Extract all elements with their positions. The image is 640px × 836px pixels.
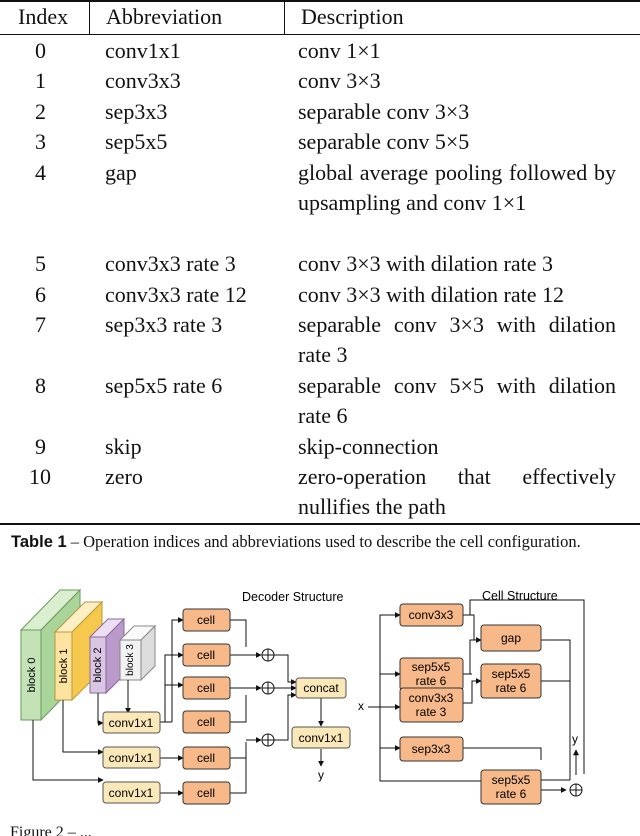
svg-text:concat: concat: [303, 681, 339, 695]
row-abbr: skip: [105, 434, 142, 459]
decoder-cell: cell: [182, 643, 231, 667]
row-index: 7: [35, 312, 46, 337]
svg-text:sep3x3: sep3x3: [412, 742, 451, 756]
conv1x1-box: conv1x1: [102, 746, 161, 769]
row-desc: separable conv 5×5: [298, 129, 470, 154]
row-desc: zero-operation that effectively nullifie…: [298, 464, 616, 519]
svg-text:cell: cell: [197, 715, 215, 729]
row-index: 10: [29, 464, 51, 489]
row-abbr: conv3x3 rate 3: [105, 251, 236, 276]
conv1x1-box: conv1x1: [102, 711, 161, 734]
svg-text:rate 6: rate 6: [416, 674, 447, 688]
decoder-output-label: y: [318, 768, 324, 782]
row-index: 8: [35, 373, 46, 398]
op-sep3x3: sep3x3: [399, 736, 464, 762]
row-abbr: conv1x1: [105, 38, 181, 63]
table-col-divider: [284, 0, 285, 34]
header-description: Description: [301, 4, 404, 29]
svg-text:cell: cell: [197, 648, 215, 662]
row-abbr: sep3x3: [105, 99, 168, 124]
sum-node: [261, 648, 275, 747]
decoder-cell: cell: [182, 608, 231, 632]
op-conv3x3-rate3: conv3x3 rate 3: [399, 687, 464, 723]
row-index: 4: [35, 160, 46, 185]
table-top-rule: [0, 0, 640, 2]
op-conv3x3: conv3x3: [399, 603, 464, 627]
header-index: Index: [18, 4, 69, 29]
op-sep5x5-rate6: sep5x5 rate 6: [480, 663, 542, 699]
truncated-figure-caption: Figure 2 – ...: [10, 826, 92, 836]
svg-text:sep5x5: sep5x5: [492, 667, 531, 681]
svg-text:conv1x1: conv1x1: [109, 786, 154, 800]
row-desc: conv 3×3 with dilation rate 12: [298, 282, 564, 307]
svg-text:cell: cell: [197, 681, 215, 695]
svg-text:rate 6: rate 6: [496, 787, 527, 801]
cell-output-label: y: [572, 732, 578, 746]
svg-text:cell: cell: [197, 751, 215, 765]
svg-text:conv1x1: conv1x1: [109, 716, 154, 730]
decoder-cell: cell: [182, 676, 231, 700]
row-abbr: conv3x3 rate 12: [105, 282, 247, 307]
row-index: 9: [35, 434, 46, 459]
row-desc: separable conv 3×3: [298, 99, 470, 124]
cell-sum-node: [569, 783, 583, 797]
op-sep5x5-rate6: sep5x5 rate 6: [399, 657, 464, 691]
row-abbr: zero: [105, 464, 143, 489]
svg-text:conv1x1: conv1x1: [299, 731, 344, 745]
caption-text: – Operation indices and abbreviations us…: [66, 532, 581, 551]
decoder-title: Decoder Structure: [242, 590, 343, 604]
svg-text:cell: cell: [197, 786, 215, 800]
caption-label: Table 1: [11, 533, 67, 551]
row-desc: global average pooling followed by upsam…: [298, 160, 616, 215]
svg-text:rate 6: rate 6: [496, 681, 527, 695]
architecture-figure: Decoder Structure Cell Structure block 0…: [19, 588, 585, 805]
row-desc: conv 1×1: [298, 38, 381, 63]
decoder-cell: cell: [182, 710, 231, 734]
row-index: 5: [35, 251, 46, 276]
row-index: 2: [35, 99, 46, 124]
row-desc: conv 3×3: [298, 68, 381, 93]
decoder-cell: cell: [182, 781, 231, 805]
cell-input-label: x: [358, 699, 364, 713]
svg-text:block 3: block 3: [125, 644, 136, 676]
row-desc: separable conv 3×3 with dilation rate 3: [298, 312, 616, 367]
row-index: 1: [35, 68, 46, 93]
row-index: 0: [35, 38, 46, 63]
row-index: 3: [35, 129, 46, 154]
cell-title: Cell Structure: [482, 589, 558, 603]
table-caption: Table 1 – Operation indices and abbrevia…: [11, 530, 611, 554]
row-abbr: conv3x3: [105, 68, 181, 93]
svg-text:block 1: block 1: [58, 649, 70, 684]
svg-text:conv1x1: conv1x1: [109, 751, 154, 765]
svg-text:block 0: block 0: [26, 658, 38, 693]
svg-text:block 2: block 2: [92, 648, 104, 683]
svg-text:sep5x5: sep5x5: [492, 773, 531, 787]
row-abbr: gap: [105, 160, 137, 185]
row-abbr: sep3x3 rate 3: [105, 312, 223, 337]
row-abbr: sep5x5 rate 6: [105, 373, 223, 398]
svg-text:conv3x3: conv3x3: [409, 691, 454, 705]
table-header-rule: [0, 34, 640, 35]
row-index: 6: [35, 282, 46, 307]
svg-text:cell: cell: [197, 613, 215, 627]
op-sep5x5-rate6: sep5x5 rate 6: [480, 769, 542, 805]
op-gap: gap: [480, 624, 542, 652]
decoder-cell: cell: [182, 746, 231, 770]
header-abbreviation: Abbreviation: [106, 4, 223, 29]
table-col-divider: [89, 0, 90, 34]
concat-box: concat: [295, 677, 347, 699]
svg-text:sep5x5: sep5x5: [412, 660, 451, 674]
svg-text:gap: gap: [501, 631, 521, 645]
row-desc: skip-connection: [298, 434, 439, 459]
conv1x1-output-box: conv1x1: [291, 726, 351, 749]
svg-text:conv3x3: conv3x3: [409, 608, 454, 622]
row-desc: conv 3×3 with dilation rate 3: [298, 251, 553, 276]
svg-text:rate 3: rate 3: [416, 705, 447, 719]
block-3: block 3: [118, 624, 157, 682]
conv1x1-box: conv1x1: [102, 781, 161, 804]
table-bottom-rule: [0, 523, 640, 525]
row-abbr: sep5x5: [105, 129, 168, 154]
row-desc: separable conv 5×5 with dilation rate 6: [298, 373, 616, 428]
